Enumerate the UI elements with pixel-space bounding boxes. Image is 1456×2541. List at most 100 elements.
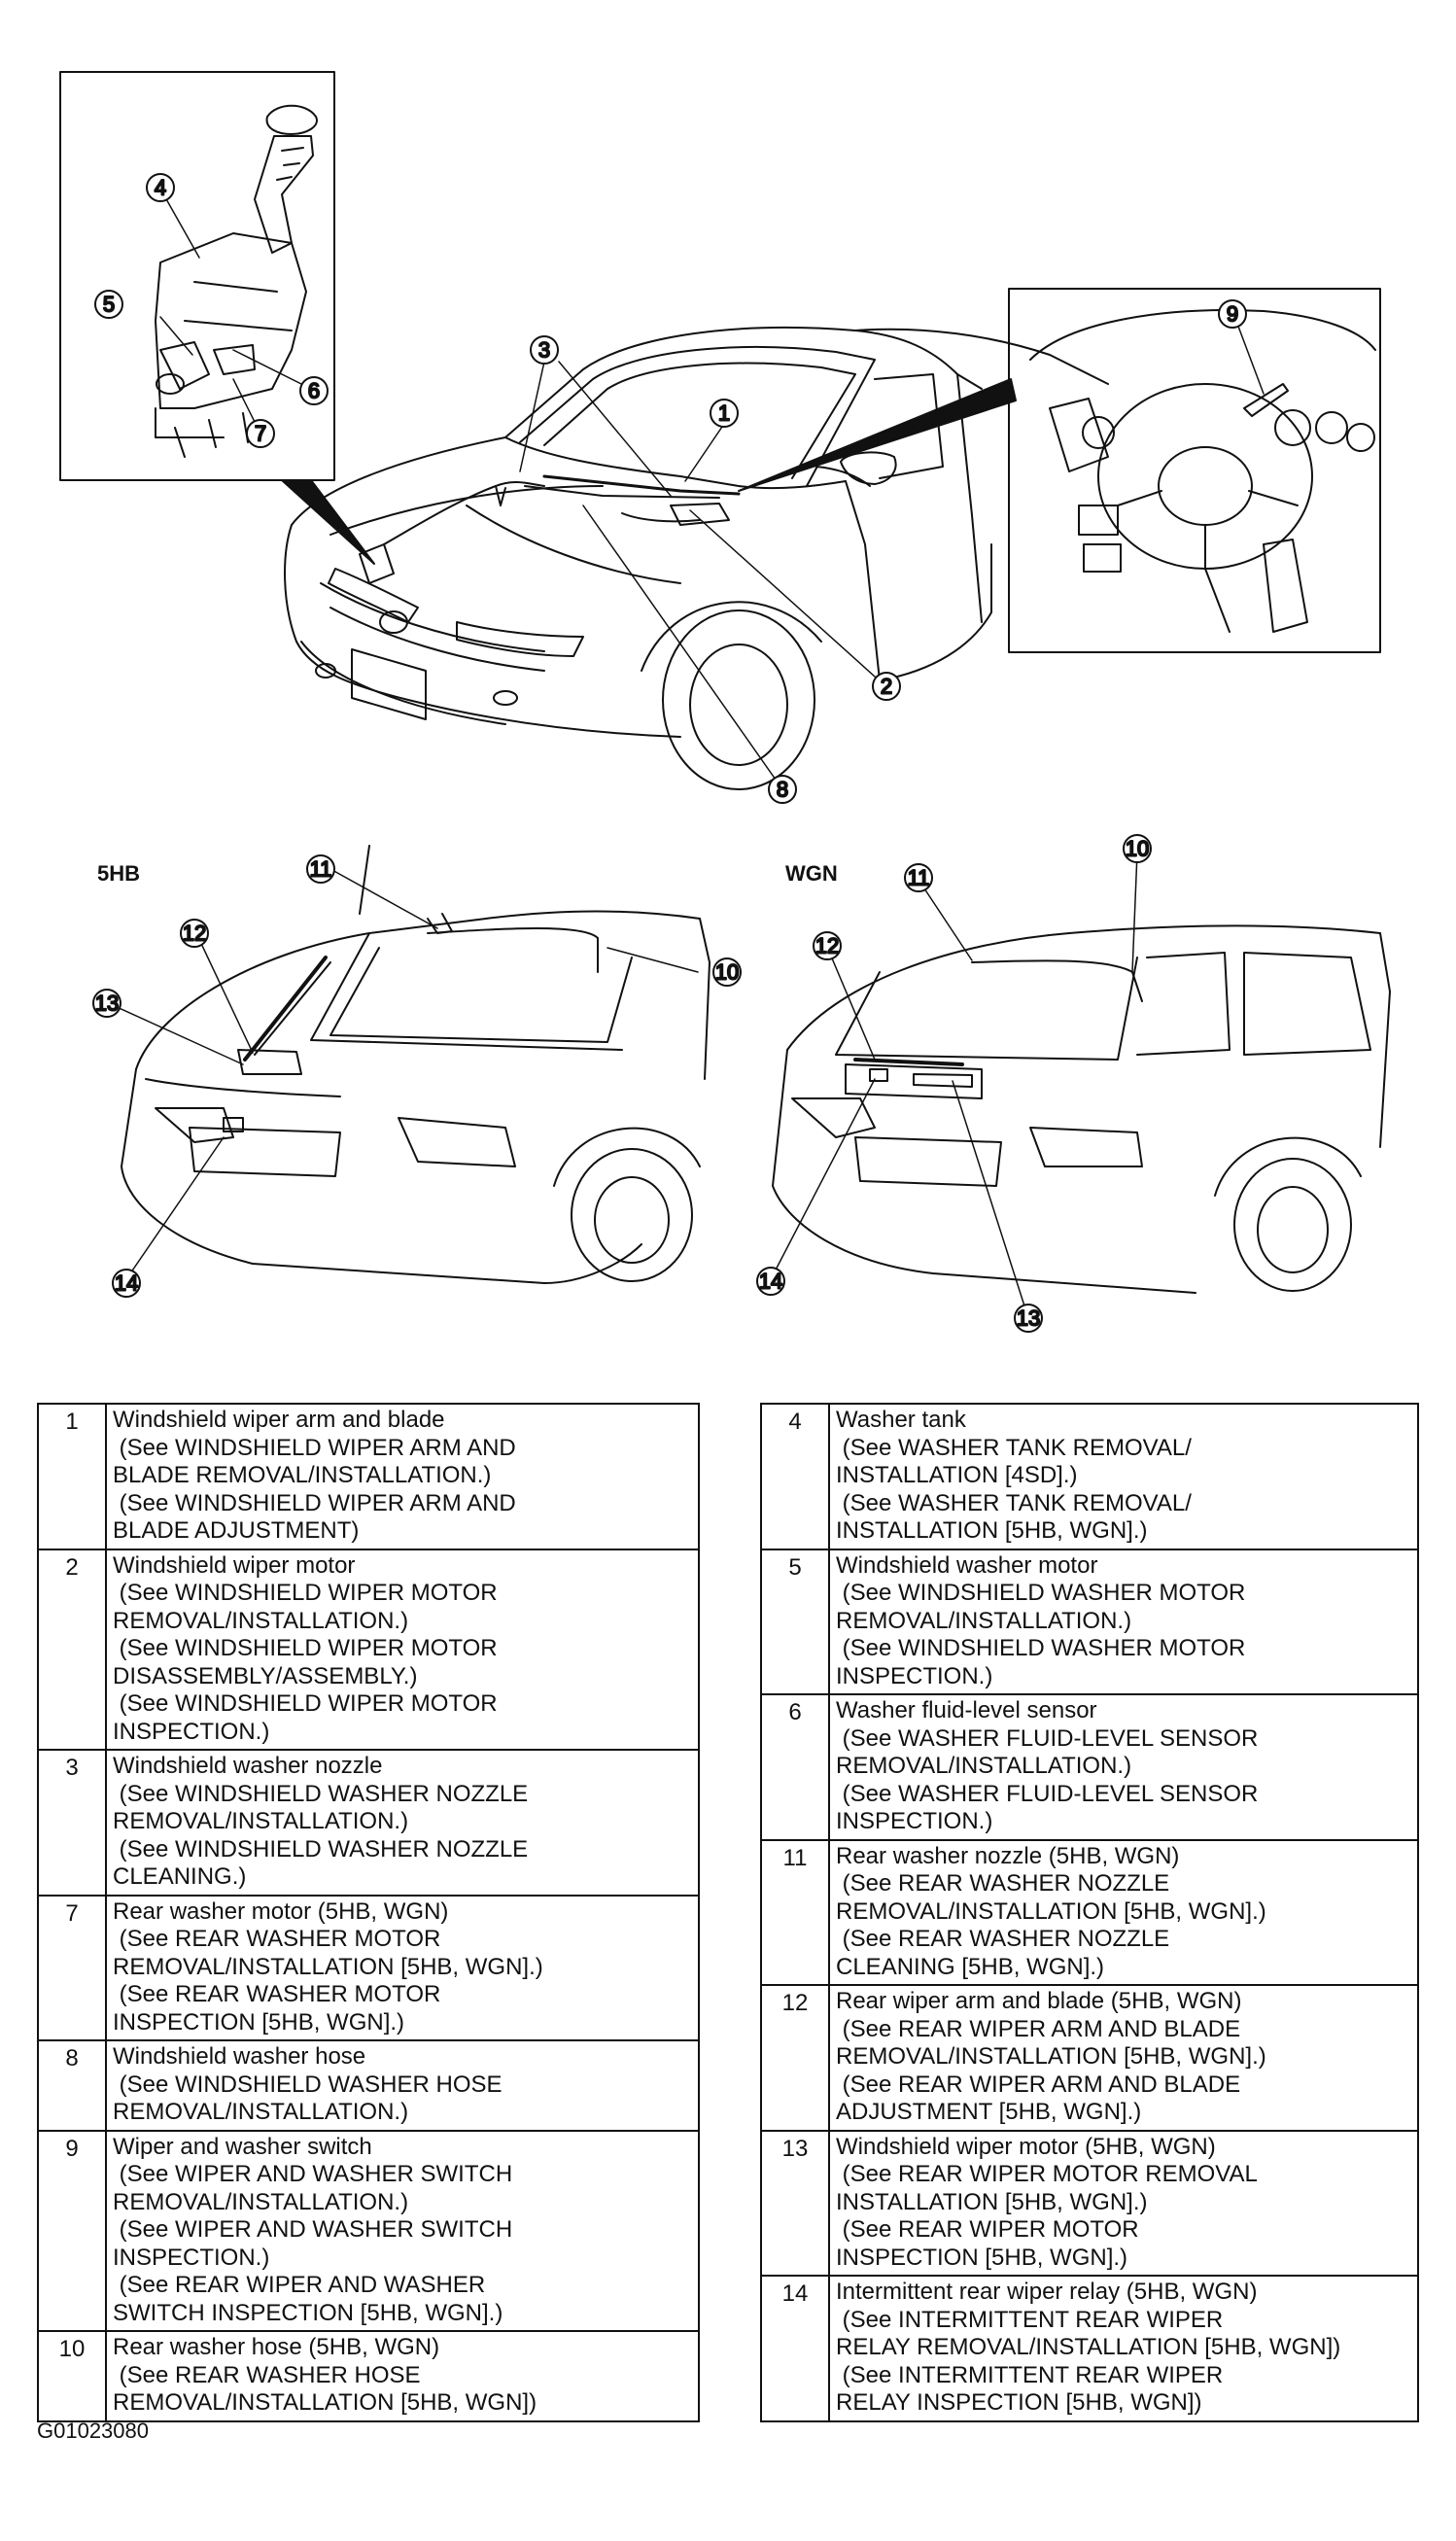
figure-code: G01023080 — [37, 2419, 149, 2443]
callout-3: 3 — [530, 335, 559, 365]
part-description: Windshield washer motor (See WINDSHIELD … — [828, 1548, 1419, 1695]
part-name: Windshield washer nozzle — [113, 1753, 383, 1779]
part-description: Washer fluid-level sensor (See WASHER FL… — [828, 1693, 1419, 1841]
part-name: Rear washer motor (5HB, WGN) — [113, 1897, 449, 1925]
reference-line: REMOVAL/INSTALLATION.) — [113, 1808, 409, 1834]
part-description: Rear wiper arm and blade (5HB, WGN) (See… — [828, 1984, 1419, 2132]
reference-line: REMOVAL/INSTALLATION [5HB, WGN]) — [113, 2389, 537, 2416]
dash-pointer — [738, 378, 1017, 492]
callout-8: 8 — [768, 775, 797, 804]
reference-line: REMOVAL/INSTALLATION [5HB, WGN].) — [836, 2043, 1266, 2070]
reference-line: INSPECTION [5HB, WGN].) — [836, 2244, 1128, 2271]
rear-5hb-drawing — [121, 845, 711, 1284]
callout-1: 1 — [710, 399, 739, 428]
dashboard-inset — [1008, 288, 1381, 653]
reference-line: (See WINDSHIELD WASHER NOZZLE — [113, 1780, 529, 1807]
reference-line: INSPECTION.) — [113, 2244, 270, 2271]
callout-5: 5 — [94, 290, 123, 319]
svg-text:14: 14 — [115, 1271, 138, 1296]
callout-10-5hb: 10 — [712, 957, 742, 987]
part-number: 10 — [37, 2330, 107, 2422]
part-name: Wiper and washer switch — [113, 2133, 372, 2160]
part-description: Rear washer nozzle (5HB, WGN) (See REAR … — [828, 1838, 1419, 1986]
svg-text:3: 3 — [538, 338, 550, 363]
part-description: Windshield wiper arm and blade (See WIND… — [105, 1403, 700, 1550]
reference-line: (See WINDSHIELD WASHER NOZZLE — [113, 1835, 529, 1862]
part-name: Rear wiper arm and blade (5HB, WGN) — [836, 1988, 1242, 2014]
svg-text:11: 11 — [908, 866, 930, 890]
reference-line: (See INTERMITTENT REAR WIPER — [836, 2361, 1224, 2388]
reference-line: INSTALLATION [4SD].) — [836, 1462, 1078, 1488]
part-description: Wiper and washer switch (See WIPER AND W… — [105, 2129, 700, 2332]
svg-text:12: 12 — [815, 934, 839, 958]
part-number: 11 — [760, 1838, 830, 1986]
reference-line: (See REAR WIPER ARM AND BLADE — [836, 2015, 1241, 2042]
callout-4: 4 — [146, 173, 175, 202]
callout-6: 6 — [299, 376, 329, 405]
part-number: 5 — [760, 1548, 830, 1695]
part-name: Windshield wiper arm and blade — [113, 1407, 445, 1433]
part-name: Washer fluid-level sensor — [836, 1697, 1097, 1723]
callout-14-5hb: 14 — [112, 1269, 141, 1298]
reference-line: INSTALLATION [5HB, WGN].) — [836, 2188, 1148, 2215]
reference-line: REMOVAL/INSTALLATION.) — [836, 1607, 1132, 1634]
part-description: Washer tank (See WASHER TANK REMOVAL/INS… — [828, 1403, 1419, 1550]
part-number: 1 — [37, 1403, 107, 1550]
callout-12-5hb: 12 — [180, 919, 209, 948]
reference-line: DISASSEMBLY/ASSEMBLY.) — [113, 1662, 418, 1689]
reference-line: (See WINDSHIELD WIPER ARM AND — [113, 1489, 516, 1516]
section-label-wgn: WGN — [785, 861, 838, 886]
part-description: Windshield wiper motor (See WINDSHIELD W… — [105, 1548, 700, 1751]
reference-line: (See REAR WASHER NOZZLE — [836, 1870, 1170, 1897]
callout-12-wgn: 12 — [813, 931, 842, 960]
svg-text:14: 14 — [759, 1270, 782, 1294]
reference-line: (See WINDSHIELD WIPER MOTOR — [113, 1690, 498, 1717]
callout-2: 2 — [872, 672, 901, 701]
reference-line: REMOVAL/INSTALLATION.) — [113, 2188, 409, 2215]
part-description: Windshield wiper motor (5HB, WGN) (See R… — [828, 2129, 1419, 2277]
reference-line: CLEANING.) — [113, 1863, 247, 1890]
reference-line: SWITCH INSPECTION [5HB, WGN].) — [113, 2299, 503, 2326]
svg-text:13: 13 — [95, 992, 119, 1016]
part-name: Washer tank — [836, 1407, 966, 1433]
part-number: 8 — [37, 2039, 107, 2132]
svg-text:11: 11 — [310, 857, 332, 882]
callout-7: 7 — [246, 419, 275, 448]
part-name: Windshield washer hose — [113, 2043, 366, 2070]
svg-text:2: 2 — [881, 675, 892, 699]
reference-line: (See WINDSHIELD WASHER HOSE — [113, 2071, 503, 2098]
svg-text:12: 12 — [183, 922, 206, 946]
svg-text:1: 1 — [718, 401, 730, 426]
part-number: 14 — [760, 2275, 830, 2422]
reference-line: (See WINDSHIELD WASHER MOTOR — [836, 1580, 1246, 1606]
svg-text:10: 10 — [1126, 837, 1149, 861]
part-description: Rear washer motor (5HB, WGN) (See REAR W… — [105, 1894, 700, 2041]
part-number: 7 — [37, 1894, 107, 2041]
rear-wgn-drawing — [772, 924, 1391, 1294]
reference-line: (See REAR WIPER AND WASHER — [113, 2272, 486, 2298]
reference-line: REMOVAL/INSTALLATION [5HB, WGN].) — [836, 1897, 1266, 1925]
reference-line: ADJUSTMENT [5HB, WGN].) — [836, 2099, 1142, 2125]
part-name: Rear washer hose (5HB, WGN) — [113, 2334, 440, 2360]
rear-leader-lines — [114, 852, 1138, 1319]
reference-line: INSPECTION.) — [836, 1662, 993, 1689]
reference-line: (See REAR WIPER MOTOR REMOVAL — [836, 2161, 1258, 2187]
part-number: 4 — [760, 1403, 830, 1550]
reference-line: (See REAR WASHER HOSE — [113, 2361, 421, 2388]
reference-line: INSTALLATION [5HB, WGN].) — [836, 1517, 1148, 1544]
reference-line: (See WINDSHIELD WASHER MOTOR — [836, 1635, 1246, 1661]
inset-pointer — [281, 479, 375, 565]
callout-9: 9 — [1218, 299, 1247, 329]
part-name: Windshield wiper motor — [113, 1551, 356, 1579]
